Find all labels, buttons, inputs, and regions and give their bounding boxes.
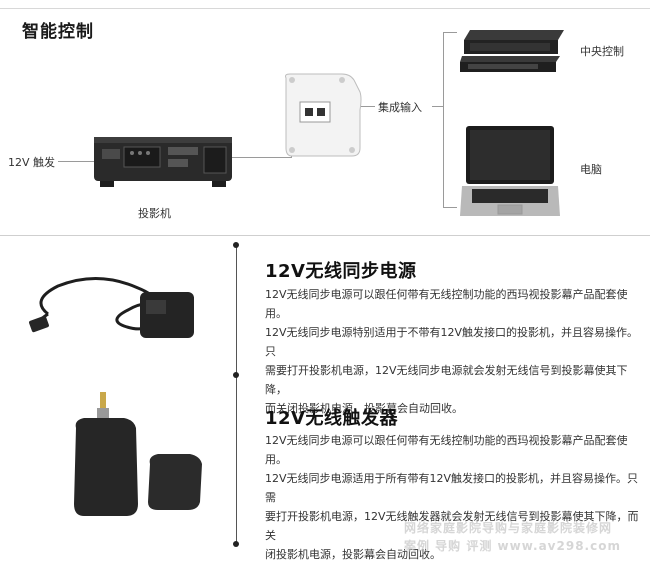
trigger-connector [58, 161, 94, 162]
desc-line: 而关闭投影机电源，投影幕会自动回收。 [265, 402, 463, 415]
product-title-wireless-trigger: 12V无线触发器 [265, 408, 398, 429]
bracket-bottom [443, 207, 457, 208]
desc-line: 闭投影机电源，投影幕会自动回收。 [265, 548, 441, 561]
watermark-line-2: 案例 导购 评测 www.av298.com [404, 539, 621, 553]
receiver-box-image [285, 73, 362, 157]
watermark-line-1: 网络家庭影院导购与家庭影院装修网 [404, 521, 613, 535]
top-divider [0, 8, 650, 9]
trigger-label: 12V 触发 [8, 156, 56, 169]
product-desc-sync-power: 12V无线同步电源可以跟任何带有无线控制功能的西玛视投影幕产品配套使用。 12V… [265, 285, 643, 418]
input-connector [355, 106, 375, 107]
projector-label: 投影机 [138, 207, 171, 220]
section-divider [0, 235, 650, 236]
bracket-top [443, 32, 457, 33]
laptop-image [460, 126, 560, 216]
central-control-image [460, 30, 564, 72]
integrated-input-label: 集成输入 [378, 101, 422, 114]
central-control-label: 中央控制 [580, 45, 624, 58]
bracket-mid [432, 106, 444, 107]
timeline-dot [233, 242, 239, 248]
timeline-line [236, 245, 237, 545]
timeline-dot [233, 372, 239, 378]
computer-label: 电脑 [580, 163, 602, 176]
desc-line: 12V无线同步电源适用于所有带有12V触发接口的投影机，并且容易操作。只需 [265, 472, 639, 504]
section-title: 智能控制 [22, 22, 94, 42]
desc-line: 12V无线同步电源特别适用于不带有12V触发接口的投影机，并且容易操作。只 [265, 326, 639, 358]
product-desc-wireless-trigger: 12V无线同步电源可以跟任何带有无线控制功能的西玛视投影幕产品配套使用。 12V… [265, 431, 643, 564]
wireless-trigger-image [74, 392, 202, 516]
timeline-dot [233, 541, 239, 547]
projector-connector [232, 157, 292, 158]
projector-image [94, 137, 232, 187]
sync-power-image [29, 277, 194, 338]
desc-line: 需要打开投影机电源，12V无线同步电源就会发射无线信号到投影幕使其下降， [265, 364, 628, 396]
desc-line: 12V无线同步电源可以跟任何带有无线控制功能的西玛视投影幕产品配套使用。 [265, 288, 628, 320]
product-title-sync-power: 12V无线同步电源 [265, 261, 417, 282]
bracket-vertical [443, 32, 444, 207]
desc-line: 12V无线同步电源可以跟任何带有无线控制功能的西玛视投影幕产品配套使用。 [265, 434, 628, 466]
desc-line: 要打开投影机电源，12V无线触发器就会发射无线信号到投影幕使其下降，而关 [265, 510, 639, 542]
